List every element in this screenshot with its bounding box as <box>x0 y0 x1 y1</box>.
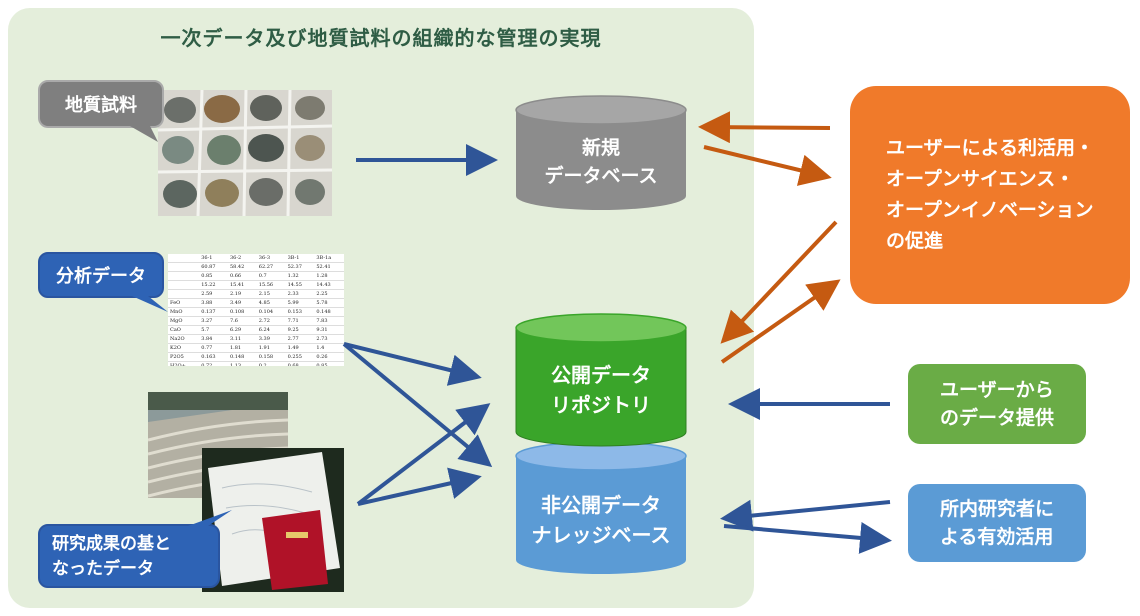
geo-samples-callout: 地質試料 <box>38 80 164 128</box>
arrow-newdb-to-promotion <box>703 145 832 186</box>
analysis-data-callout: 分析データ <box>38 252 164 298</box>
private-kb-line1: 非公開データ <box>541 493 661 517</box>
user-provide-line1: ユーザーから <box>939 379 1054 401</box>
geo-samples-tail <box>130 126 158 142</box>
promotion-line2: オープンサイエンス・ <box>885 168 1075 190</box>
user-provide-box: ユーザーから のデータ提供 <box>908 364 1086 444</box>
public-repo-line1: 公開データ <box>551 363 651 387</box>
public-repo-cylinder <box>515 313 687 447</box>
arrow-research-to-private <box>357 467 482 506</box>
arrow-internal-to-private <box>720 499 891 532</box>
promotion-line1: ユーザーによる利活用・ <box>885 137 1095 159</box>
new-database-line2: データベース <box>544 165 658 187</box>
arrow-research-to-public <box>356 403 491 506</box>
public-repo-line2: リポジトリ <box>551 393 651 417</box>
arrow-private-to-internal <box>723 521 892 554</box>
field-notebook-photo <box>202 448 344 592</box>
arrow-public-to-promotion <box>720 279 841 364</box>
research-data-label-1: 研究成果の基と <box>52 534 171 554</box>
new-database-label: 新規 データベース <box>516 134 686 190</box>
promotion-line3: オープンイノベーション <box>885 199 1094 221</box>
promotion-line4: の促進 <box>885 230 943 252</box>
private-kb-label: 非公開データ ナレッジベース <box>516 490 686 550</box>
arrow-analysis-to-public <box>343 342 482 386</box>
internal-use-box: 所内研究者に よる有効活用 <box>908 484 1086 562</box>
public-repo-label: 公開データ リポジトリ <box>516 360 686 420</box>
new-database-cylinder <box>515 95 687 210</box>
promotion-box: ユーザーによる利活用・ オープンサイエンス・ オープンイノベーション の促進 <box>850 86 1130 304</box>
new-database-line1: 新規 <box>581 137 620 159</box>
internal-use-line2: よる有効活用 <box>939 526 1054 548</box>
rock-samples-photo <box>158 90 332 216</box>
user-provide-line2: のデータ提供 <box>939 407 1054 429</box>
arrow-promotion-to-newdb <box>698 111 831 144</box>
analysis-data-tail <box>132 296 168 312</box>
arrow-promotion-to-public <box>720 220 838 344</box>
page-title: 一次データ及び地質試料の組織的な管理の実現 <box>160 26 602 50</box>
research-data-tail <box>188 510 232 526</box>
private-kb-line2: ナレッジベース <box>531 523 671 547</box>
arrow-analysis-to-private <box>342 342 493 468</box>
research-data-label-2: なったデータ <box>52 559 154 579</box>
research-data-callout: 研究成果の基と なったデータ <box>38 524 220 588</box>
geo-samples-label: 地質試料 <box>65 95 137 116</box>
private-kb-cylinder <box>515 441 687 574</box>
analysis-data-label: 分析データ <box>56 266 146 287</box>
internal-use-line1: 所内研究者に <box>939 498 1054 520</box>
